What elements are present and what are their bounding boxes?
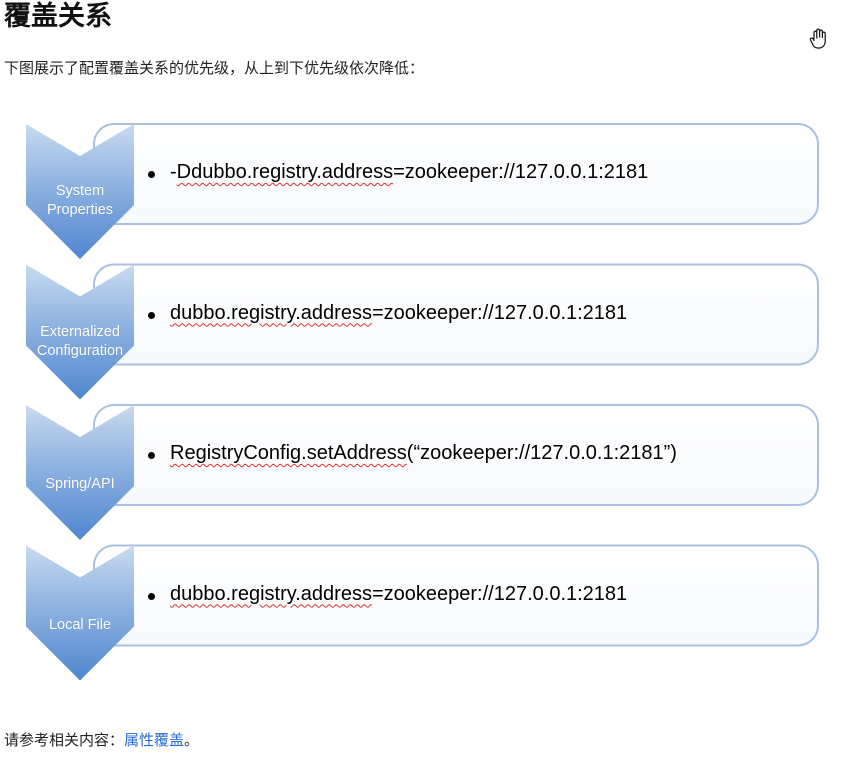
page-title: 覆盖关系	[4, 1, 112, 32]
level-label-line: System	[55, 183, 105, 199]
level-label-4: Local File	[26, 616, 134, 635]
config-value: (“zookeeper://127.0.0.1:2181”)	[406, 442, 677, 464]
config-key: dubbo.registry.address	[170, 301, 372, 324]
level-label-line: Local File	[48, 616, 112, 633]
config-key: dubbo.registry.address	[170, 582, 372, 605]
priority-chevron-4	[26, 545, 134, 681]
priority-chevron-3	[26, 405, 134, 540]
config-example-3: RegistryConfig.setAddress(“zookeeper://1…	[170, 442, 677, 465]
intro-text: 下图展示了配置覆盖关系的优先级，从上到下优先级依次降低：	[4, 59, 425, 77]
level-label-3: Spring/API	[26, 475, 134, 494]
priority-chevron-2	[26, 264, 134, 400]
bullet-icon	[148, 592, 155, 600]
config-key: Ddubbo.registry.address	[176, 161, 394, 183]
config-prefix: -	[170, 161, 177, 183]
config-value: =zookeeper://127.0.0.1:2181	[371, 582, 628, 605]
footer-prefix: 请参考相关内容：	[4, 731, 125, 749]
config-value: =zookeeper://127.0.0.1:2181	[371, 301, 628, 324]
diagram-graphics	[26, 123, 819, 681]
level-label-line: Configuration	[36, 342, 124, 359]
config-key: RegistryConfig.setAddress	[170, 442, 407, 464]
footer-suffix: 。	[184, 731, 200, 749]
config-value: =zookeeper://127.0.0.1:2181	[393, 161, 649, 183]
config-example-2: dubbo.registry.address=zookeeper://127.0…	[170, 302, 627, 325]
hand-cursor-icon	[809, 28, 826, 49]
bullet-icon	[148, 171, 155, 178]
footer-text: 请参考相关内容：属性覆盖。	[4, 729, 199, 751]
config-example-4: dubbo.registry.address=zookeeper://127.0…	[170, 583, 627, 606]
level-label-line: Externalized	[40, 323, 120, 340]
bullet-icon	[148, 452, 155, 459]
property-override-link[interactable]: 属性覆盖	[124, 731, 185, 749]
level-label-line: Spring/API	[45, 476, 115, 492]
level-label-line: Properties	[46, 202, 114, 218]
bullet-icon	[148, 311, 155, 319]
config-example-1: -Ddubbo.registry.address=zookeeper://127…	[170, 161, 648, 184]
priority-chevron-1	[26, 124, 134, 259]
